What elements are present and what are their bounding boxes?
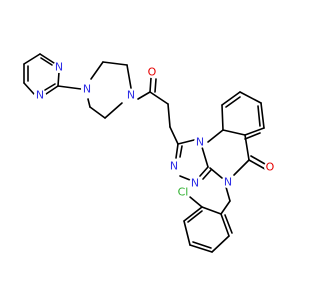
bond (175, 143, 179, 159)
bond (225, 186, 231, 202)
atom-label-n: N (170, 160, 178, 173)
bond (154, 78, 157, 93)
atom-cl: Cl (175, 184, 191, 200)
bond (169, 126, 179, 145)
bond (45, 85, 59, 95)
bond (221, 104, 224, 131)
bond (225, 96, 241, 108)
atom-labels: N N N N O N N N (34, 61, 276, 200)
bond (104, 102, 123, 119)
bond (57, 71, 60, 87)
bond (167, 103, 171, 128)
atom-n-pyrimidine-2: N (34, 89, 46, 102)
bond (250, 155, 266, 165)
bond (183, 206, 203, 222)
bond (40, 57, 53, 66)
atom-n-quinazolinone: N (222, 176, 234, 189)
bond (221, 91, 241, 106)
bond (149, 77, 152, 93)
molecule-structure-canvas: N N N N O N N N (23, 53, 276, 253)
bond (57, 85, 82, 90)
bond (137, 91, 151, 100)
bond (201, 146, 209, 168)
bond (233, 159, 250, 176)
bond (248, 159, 266, 170)
atom-label-n: N (83, 83, 91, 96)
atom-label-o: O (148, 66, 157, 79)
bond (179, 145, 183, 158)
atom-n-triazole-c: N (189, 177, 201, 190)
bond (189, 196, 203, 208)
bond (90, 61, 104, 80)
atom-n-triazole-a: N (194, 136, 206, 149)
atom-label-n: N (196, 136, 204, 149)
bond (126, 64, 132, 89)
atom-label-n: N (127, 89, 135, 102)
atom-o-ketone: O (264, 161, 276, 174)
bond (192, 241, 212, 249)
bond (201, 206, 222, 215)
bond (222, 129, 246, 136)
bond (224, 214, 233, 234)
bond (177, 139, 195, 145)
bond (220, 200, 231, 215)
bond (179, 175, 191, 181)
molecule-structure-diagram: N N N N O N N N (23, 53, 276, 253)
bond (207, 129, 224, 143)
bond (189, 244, 213, 253)
atom-label-o: O (266, 161, 275, 174)
atom-n-piperazine-2: N (125, 89, 137, 102)
atom-n-triazole-b: N (168, 160, 180, 173)
bond (149, 91, 169, 105)
atom-label-cl: Cl (178, 186, 189, 199)
bond (23, 82, 35, 95)
bond (199, 166, 209, 177)
bond (257, 105, 261, 127)
bond (39, 53, 55, 64)
bond (187, 210, 203, 223)
bond (89, 106, 106, 119)
bond (23, 53, 41, 65)
bond (211, 235, 230, 253)
atom-label-n: N (224, 176, 232, 189)
atom-n-piperazine-1: N (81, 83, 93, 96)
bond (44, 83, 56, 91)
bond (102, 61, 128, 66)
bond (87, 98, 91, 108)
bond (220, 213, 230, 237)
bond (209, 167, 223, 179)
bond (260, 102, 265, 129)
bond (183, 220, 191, 246)
atom-o-amide: O (146, 66, 158, 79)
bonds (23, 53, 266, 253)
atom-label-n: N (55, 61, 63, 74)
bond (202, 169, 212, 180)
atom-label-n: N (191, 177, 199, 190)
atom-label-n: N (36, 89, 44, 102)
bond (239, 91, 262, 104)
atom-n-pyrimidine-1: N (53, 61, 65, 74)
bond (244, 132, 261, 140)
bond (244, 127, 265, 136)
